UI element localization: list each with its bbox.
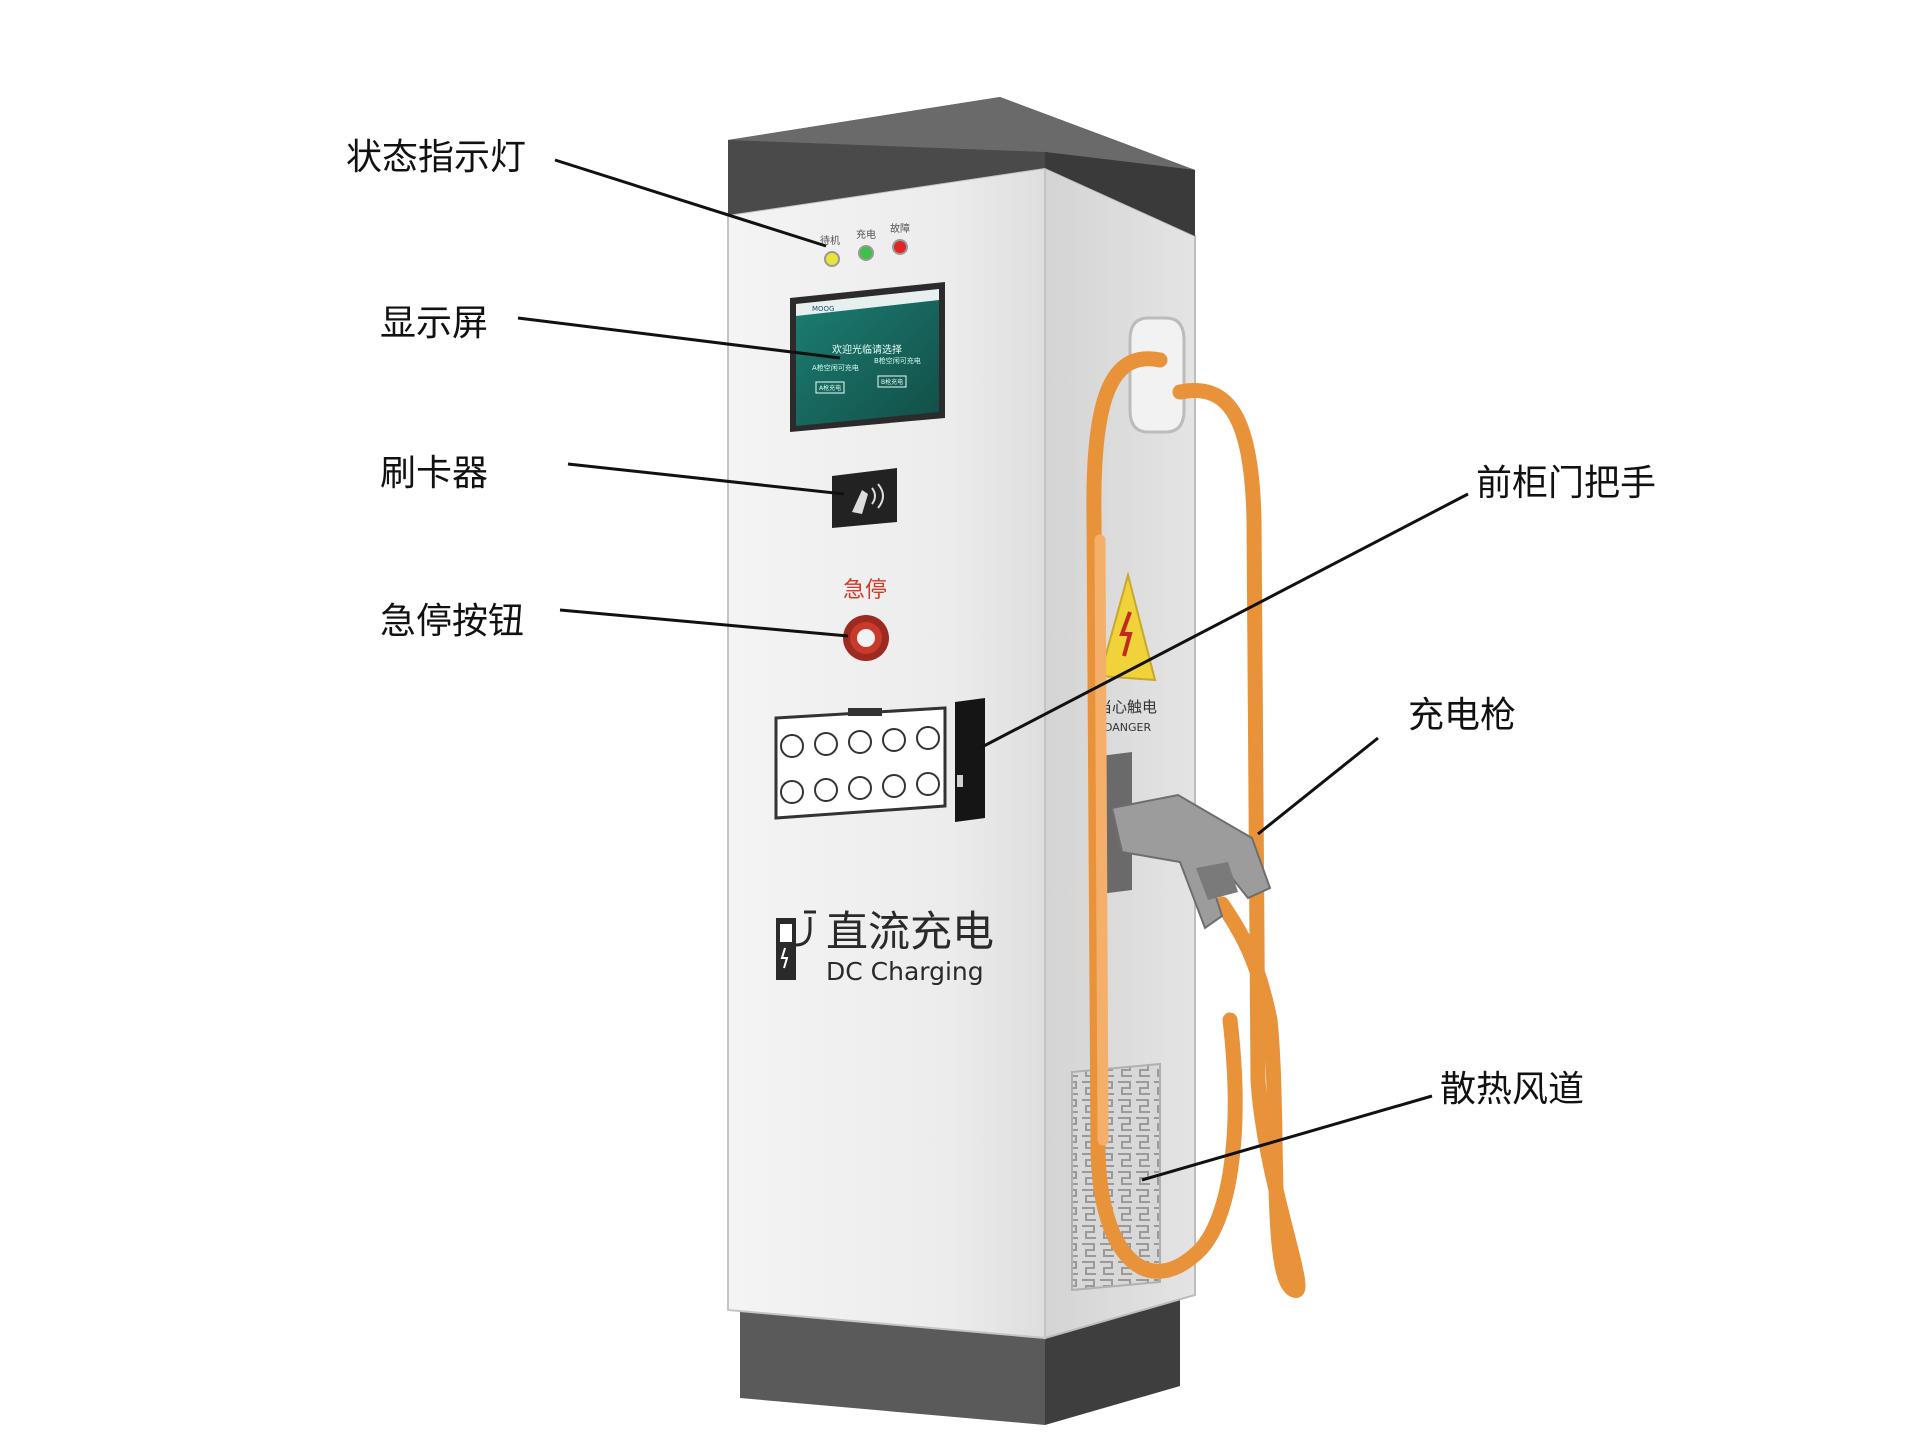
leader-charging-gun <box>1257 736 1379 836</box>
label-estop-button: 急停按钮 <box>380 601 525 642</box>
cabinet-base <box>740 1298 1180 1425</box>
label-card-reader: 刷卡器 <box>380 453 489 494</box>
screen-button-a: A枪充电 <box>819 384 841 392</box>
contactless-icon <box>871 483 884 509</box>
charging-gun <box>1110 793 1272 930</box>
light-fault-text: 故障 <box>890 222 910 235</box>
leader-display <box>517 316 841 360</box>
card-icon <box>852 490 868 514</box>
light-charging <box>858 245 874 261</box>
warning-en-text: DANGER <box>1104 721 1152 734</box>
charging-cable <box>1086 351 1306 1298</box>
light-charging-text: 充电 <box>856 228 876 241</box>
front-door-handle <box>955 698 985 822</box>
screen-welcome-text: 欢迎光临请选择 <box>832 343 902 356</box>
leader-lines <box>517 158 1469 1182</box>
light-standby <box>824 251 840 267</box>
brand-cn-text: 直流充电 <box>826 907 994 956</box>
label-door-handle: 前柜门把手 <box>1476 463 1657 504</box>
status-lights: 待机 充电 故障 <box>820 222 910 267</box>
leader-air-duct <box>1141 1094 1433 1182</box>
cable-hook <box>1128 316 1186 434</box>
danger-warning-sticker: 当心触电 DANGER <box>1097 571 1157 734</box>
guide-steps-row-1 <box>780 726 940 758</box>
leader-door-handle <box>979 492 1469 750</box>
leader-estop <box>559 608 849 638</box>
cabinet-top-cap <box>728 97 1195 236</box>
leader-card-reader <box>567 462 845 496</box>
warning-cn-text: 当心触电 <box>1097 698 1157 716</box>
brand-logo: 直流充电 DC Charging <box>776 907 994 986</box>
light-fault <box>892 239 908 255</box>
light-standby-text: 待机 <box>820 234 840 247</box>
label-charging-gun: 充电枪 <box>1408 695 1517 736</box>
emergency-stop: 急停 <box>843 578 889 661</box>
label-air-duct: 散热风道 <box>1440 1069 1585 1110</box>
screen-logo-bottom: 国家电网 <box>812 313 840 322</box>
leader-status-lights <box>554 158 827 248</box>
screen-option-b: B枪空闲可充电 <box>874 356 921 365</box>
screen-logo-top: MOOG <box>812 305 834 313</box>
estop-label: 急停 <box>843 578 887 603</box>
display-screen: MOOG 国家电网 欢迎光临请选择 A枪空闲可充电 B枪空闲可充电 A枪充电 B… <box>790 282 945 432</box>
label-status-lights: 状态指示灯 <box>346 137 527 178</box>
brand-en-text: DC Charging <box>826 957 984 986</box>
screen-button-b: B枪充电 <box>881 378 903 386</box>
guide-steps-row-2 <box>780 772 940 804</box>
label-display: 显示屏 <box>380 303 489 344</box>
card-reader <box>832 468 897 528</box>
cooling-air-duct <box>1071 1062 1161 1292</box>
operation-guide-panel <box>774 706 947 820</box>
screen-option-a: A枪空闲可充电 <box>812 363 859 372</box>
